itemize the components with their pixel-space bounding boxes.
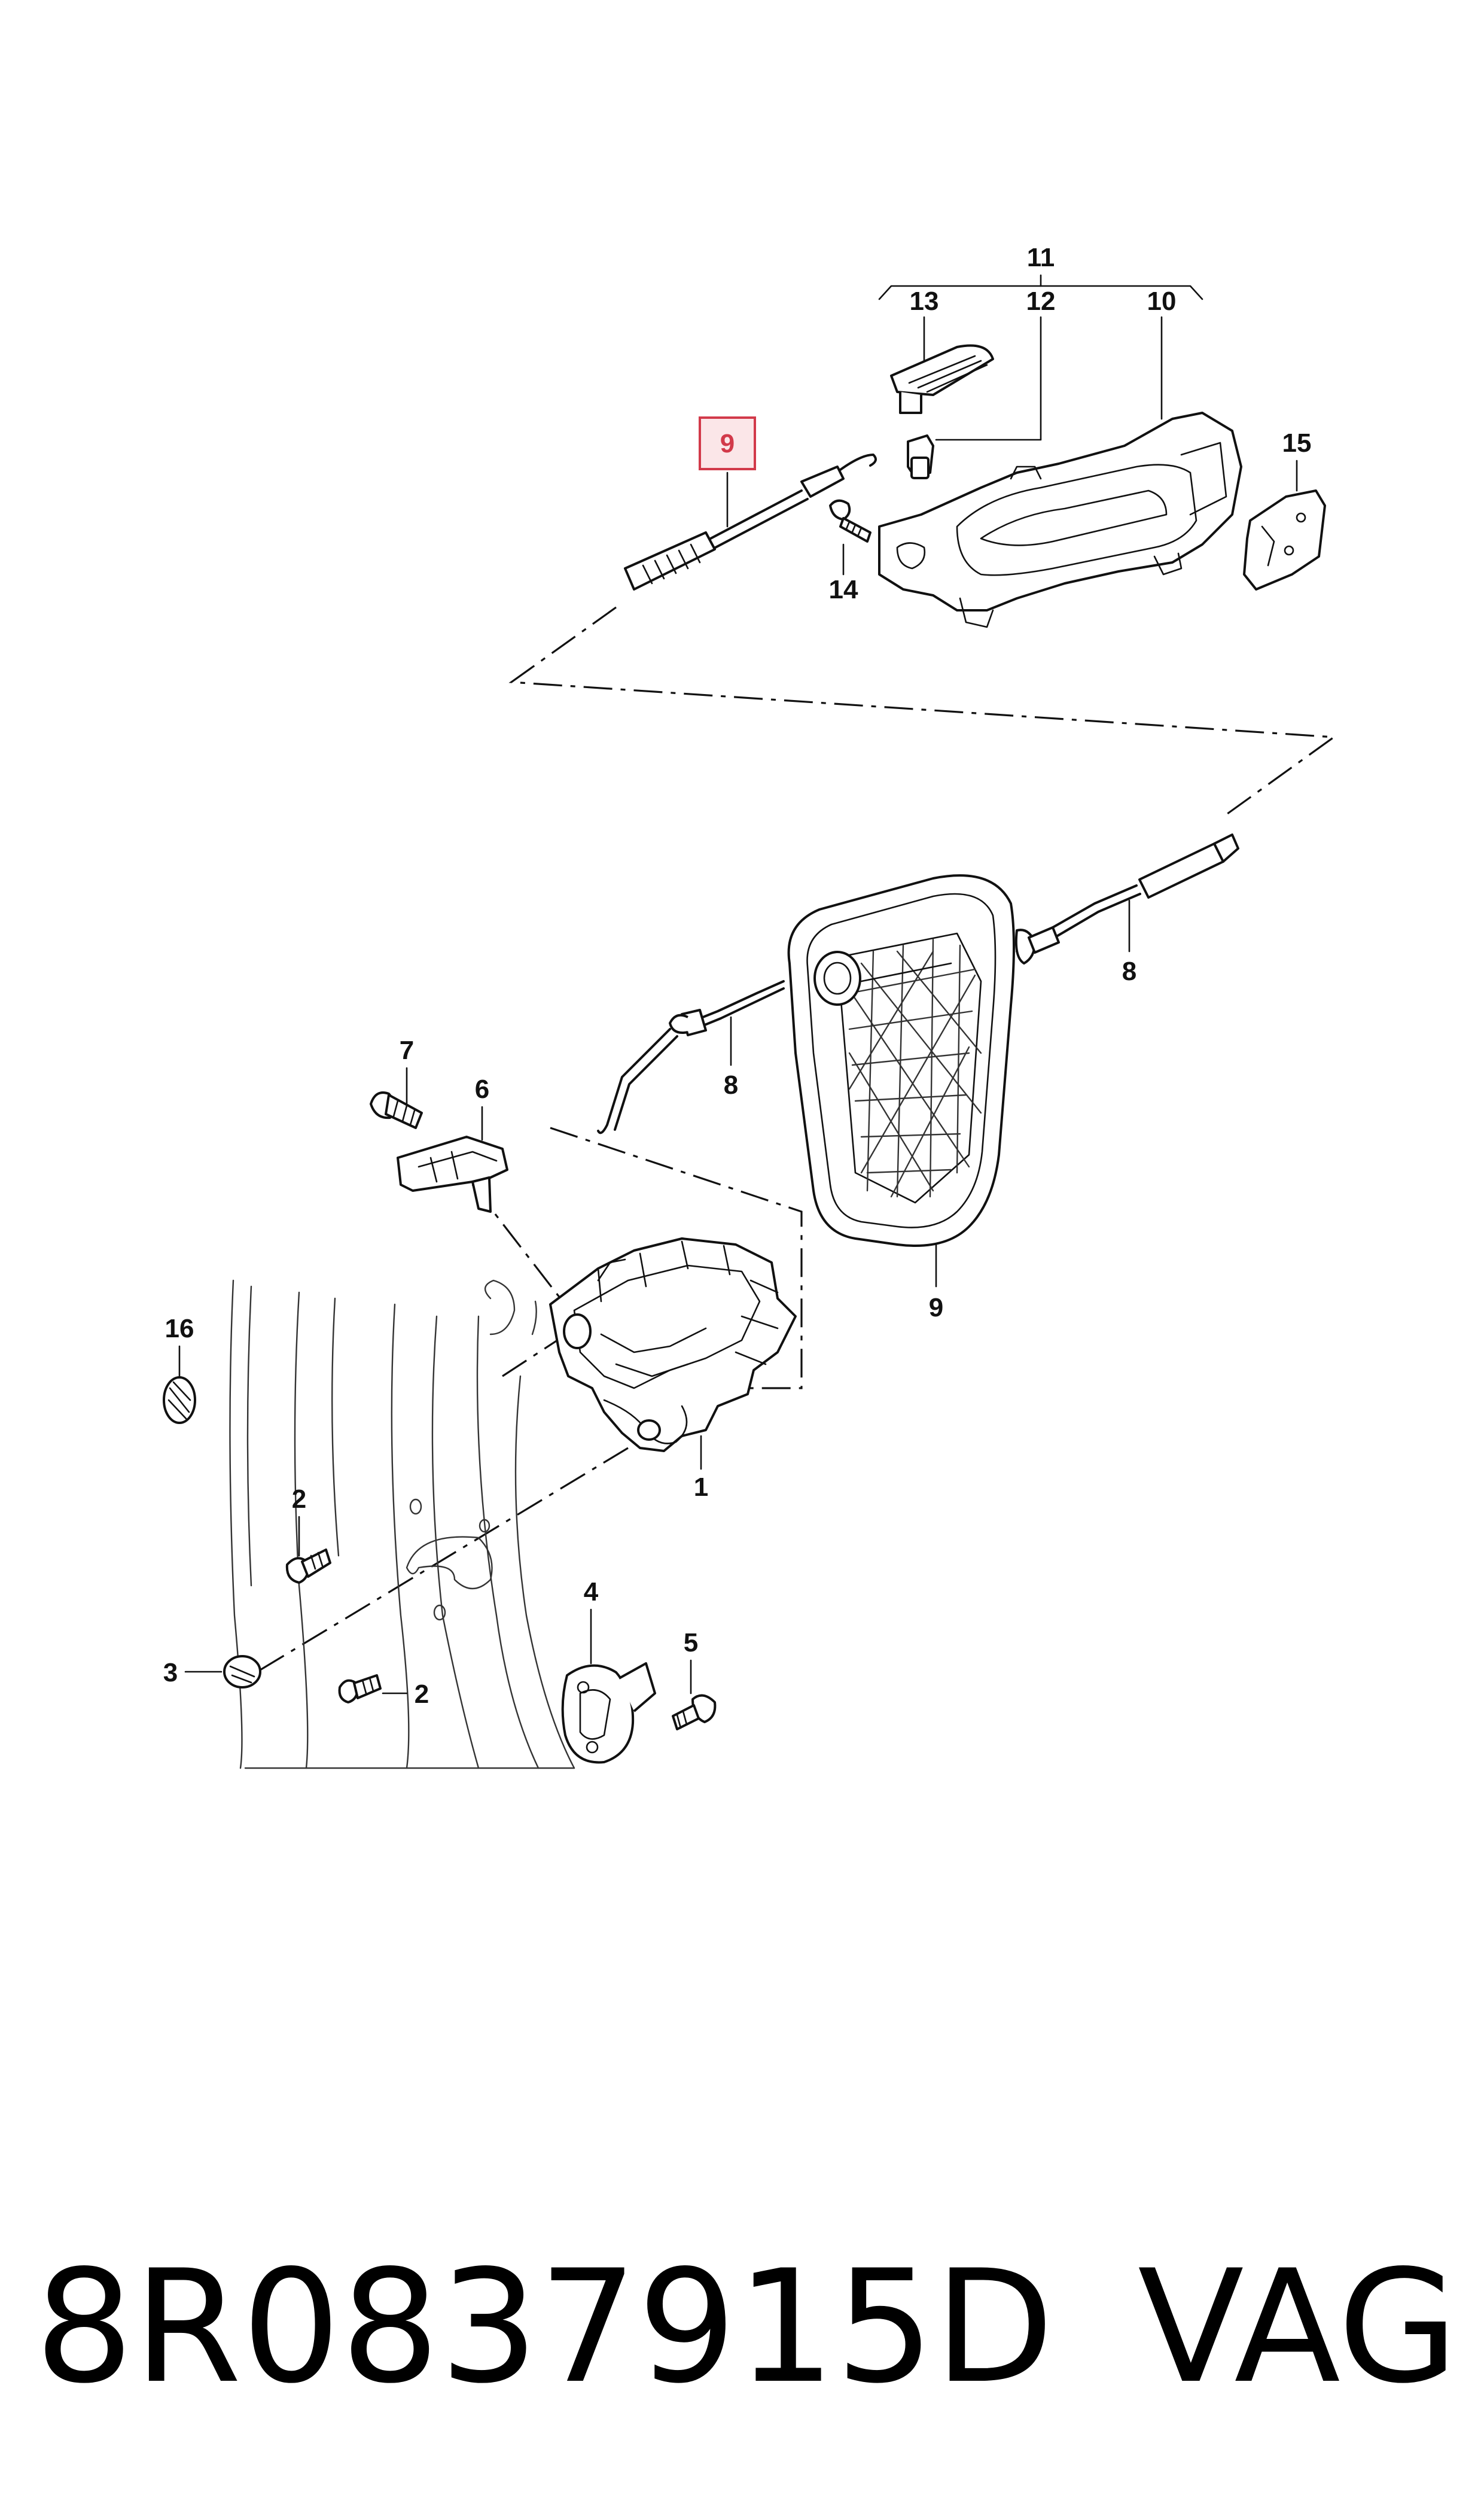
callout-labels: 11 13 12 10 15 9 14 8 8 7 6 9 16 1 2 4 5… <box>163 243 1312 1709</box>
interior-handle-assembly <box>624 274 1326 628</box>
bolt-part-7 <box>370 1067 423 1129</box>
plug-part-3 <box>184 1655 261 1689</box>
screw-part-2-upper <box>285 1516 331 1584</box>
callout-4: 4 <box>584 1577 599 1607</box>
callout-9-highlighted: 9 <box>720 429 735 458</box>
callout-8-left: 8 <box>724 1070 738 1100</box>
bracket-part-6 <box>397 1106 508 1213</box>
callout-12: 12 <box>1026 287 1056 316</box>
callout-5: 5 <box>684 1628 698 1657</box>
callout-15: 15 <box>1282 428 1312 458</box>
assembly-centerlines <box>251 606 1337 1677</box>
screw-part-14 <box>829 499 871 576</box>
striker-plate-part-4 <box>561 1608 656 1764</box>
callout-3: 3 <box>163 1658 178 1687</box>
cable-part-9-top <box>624 454 877 591</box>
clip-part-12 <box>907 434 934 479</box>
screw-part-2-lower <box>338 1674 408 1703</box>
handle-bowl-part-9 <box>787 874 1015 1288</box>
footer: 8R0837915D VAG <box>35 2250 1458 2405</box>
interior-handle-part-10 <box>878 412 1242 628</box>
leader-12 <box>935 316 1042 441</box>
bolt-part-5 <box>672 1659 717 1730</box>
callout-8-right: 8 <box>1122 957 1136 986</box>
callout-1: 1 <box>694 1473 708 1502</box>
highlight-box-9 <box>699 416 756 470</box>
plug-part-16 <box>163 1345 196 1424</box>
callout-7: 7 <box>400 1036 414 1065</box>
callout-2-upper: 2 <box>292 1484 306 1514</box>
bowden-cable-part-8 <box>597 833 1239 1134</box>
callout-9-bottom: 9 <box>929 1293 943 1322</box>
brand-name: VAG <box>1138 2237 1458 2418</box>
door-lock-part-1 <box>549 1237 797 1470</box>
door-frame-outline <box>229 1279 575 1769</box>
callout-10: 10 <box>1147 287 1177 316</box>
callout-13: 13 <box>910 287 939 316</box>
callout-14: 14 <box>829 575 858 604</box>
callout-6: 6 <box>475 1075 489 1104</box>
part-number: 8R0837915D <box>35 2237 1055 2418</box>
end-cap-part-15 <box>1243 460 1326 591</box>
callout-2-lower: 2 <box>415 1680 429 1709</box>
callout-16: 16 <box>165 1314 194 1343</box>
handle-cover-part-13 <box>890 344 994 414</box>
callout-11: 11 <box>1027 243 1055 272</box>
